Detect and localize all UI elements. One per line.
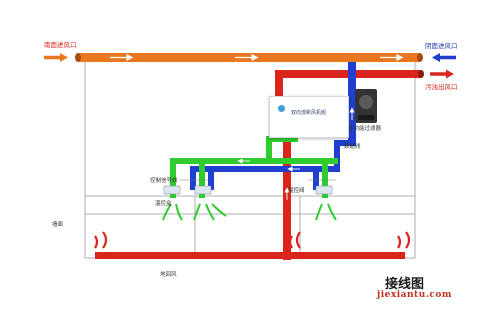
label-thermostat: 温控盒: [155, 201, 172, 207]
label-control-wire: 控制信号线: [150, 178, 178, 184]
room-outline: [84, 56, 416, 259]
thermostat-boxes: [163, 185, 333, 195]
label-sensor-wire: 数据线: [344, 144, 361, 150]
floor-return-arrows: [94, 231, 411, 249]
filter-unit: [355, 89, 377, 123]
fresh-air-pipe: [75, 53, 423, 62]
flow-arrows: [237, 107, 355, 200]
label-exhaust-in: 阴面进风口: [425, 42, 458, 50]
label-damper: 温控阀: [288, 188, 305, 194]
return-air-pipe: [190, 62, 356, 190]
room-airflow: [162, 203, 337, 221]
unit-logo-icon: [278, 105, 285, 112]
external-arrows: [44, 53, 456, 79]
label-floor-air: 地回风: [160, 272, 177, 278]
label-filter: 多功能过滤器: [348, 126, 382, 132]
label-exhaust-out: 污浊出风口: [425, 83, 458, 91]
unit-name: 双向流新风机组: [291, 110, 327, 116]
label-fresh-air-in: 南面进风口: [44, 41, 77, 49]
label-wall: 墙面: [52, 222, 64, 228]
watermark-en: jiexiantu.com: [377, 290, 452, 300]
supply-air-pipe: [170, 136, 338, 198]
watermark-cn: 接线图: [385, 277, 425, 292]
ventilation-unit: 双向流新风机组: [269, 96, 349, 138]
